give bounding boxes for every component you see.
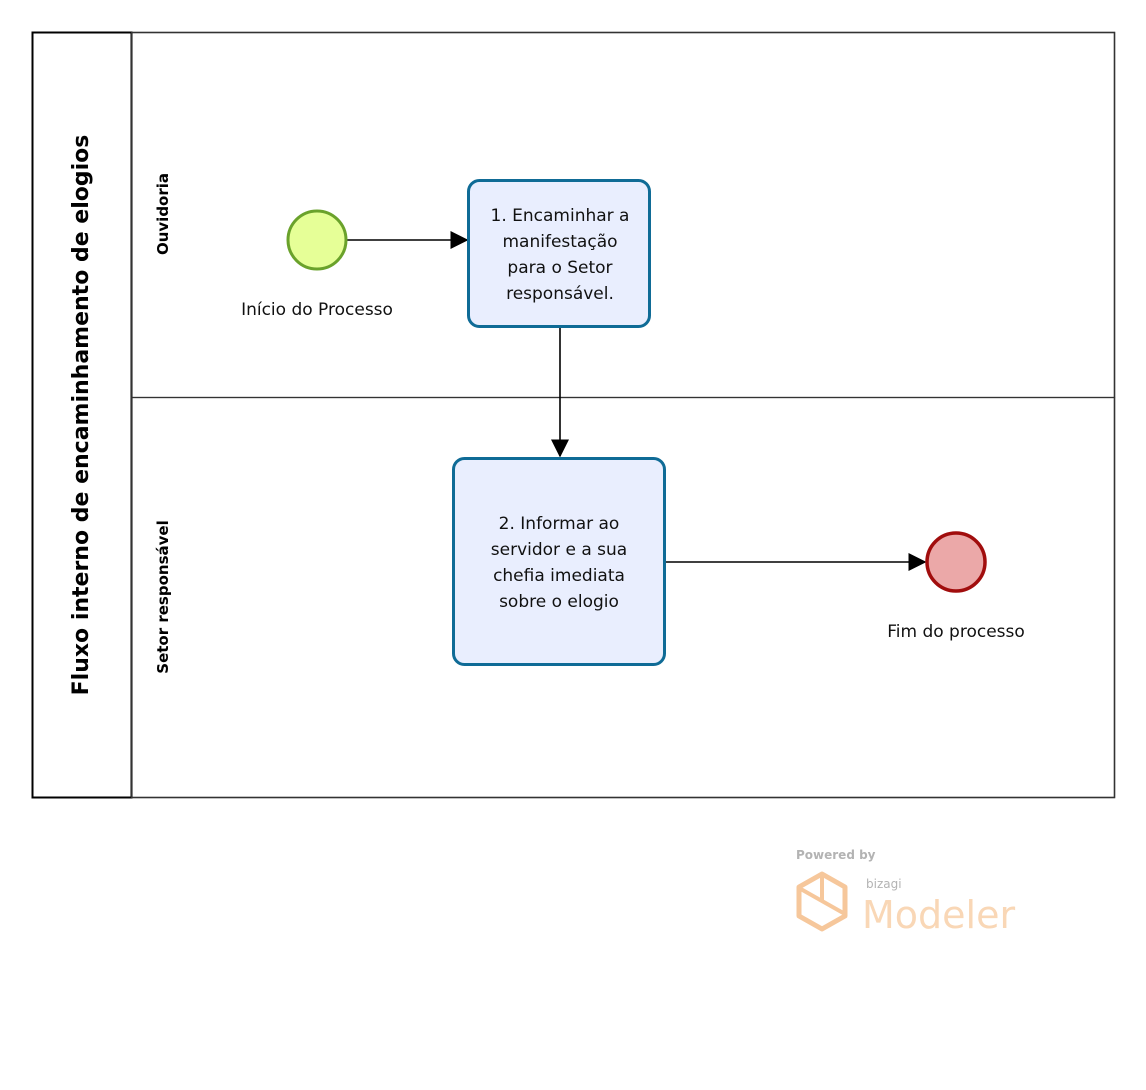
pool-header xyxy=(31,31,133,799)
end-event-circle[interactable] xyxy=(925,531,987,593)
task-2-line: sobre o elogio xyxy=(499,592,619,612)
powered-by-bizagi-watermark: Powered by bizagi Modeler xyxy=(796,848,1015,937)
start-event[interactable]: Início do Processo xyxy=(241,209,393,320)
powered-by-text: Powered by xyxy=(796,848,876,862)
lane-title-setor-responsavel: Setor responsável xyxy=(154,520,172,673)
task-encaminhar-manifestacao[interactable]: 1. Encaminhar a manifestação para o Seto… xyxy=(467,179,651,328)
task-informar-servidor[interactable]: 2. Informar ao servidor e a sua chefia i… xyxy=(452,457,666,666)
start-event-label: Início do Processo xyxy=(241,300,393,320)
task-box[interactable] xyxy=(452,457,666,666)
end-event-label: Fim do processo xyxy=(887,622,1025,642)
modeler-text: Modeler xyxy=(862,893,1015,937)
task-1-line: manifestação xyxy=(502,232,617,252)
bizagi-cube-icon xyxy=(796,871,848,932)
task-1-line: para o Setor xyxy=(507,258,612,278)
end-event[interactable]: Fim do processo xyxy=(887,531,1025,642)
task-2-line: 2. Informar ao xyxy=(499,514,620,534)
pool: Fluxo interno de encaminhamento de elogi… xyxy=(31,31,1116,799)
pool-title: Fluxo interno de encaminhamento de elogi… xyxy=(69,135,94,696)
start-event-circle[interactable] xyxy=(286,209,348,271)
sequence-flows xyxy=(347,231,927,571)
task-1-line: responsável. xyxy=(506,284,614,304)
task-2-line: servidor e a sua xyxy=(491,540,627,560)
task-box[interactable] xyxy=(467,179,651,328)
bizagi-text: bizagi xyxy=(866,877,902,891)
task-1-line: 1. Encaminhar a xyxy=(491,206,630,226)
pool-frame xyxy=(31,31,1116,799)
task-2-line: chefia imediata xyxy=(493,566,625,586)
lane-setor-responsavel: Setor responsável xyxy=(130,396,1116,799)
lane-title-ouvidoria: Ouvidoria xyxy=(154,173,172,255)
lane-frame xyxy=(130,396,1116,799)
